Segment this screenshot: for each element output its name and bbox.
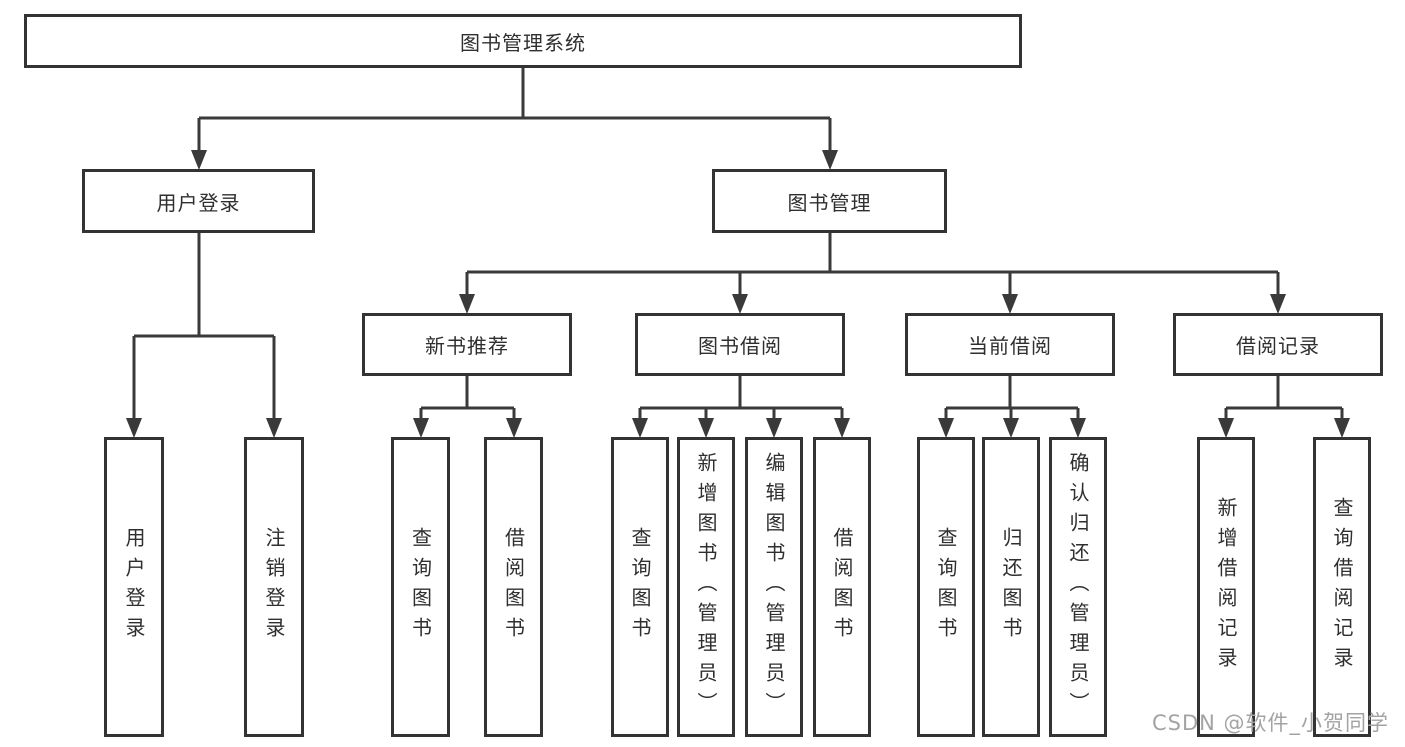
leaf-query-books-borrow-label: 查询图书 (628, 527, 652, 647)
leaf-confirm-return-admin-label: 确认归还（管理员） (1066, 452, 1090, 722)
node-current-borrow: 当前借阅 (905, 313, 1115, 376)
node-library-system-root: 图书管理系统 (24, 14, 1022, 68)
leaf-query-books-recommend-label: 查询图书 (408, 527, 433, 647)
leaf-user-login: 用户登录 (104, 437, 164, 737)
watermark-csdn: CSDN @软件_小贺同学 (1152, 711, 1390, 735)
leaf-query-borrow-record: 查询借阅记录 (1313, 437, 1371, 737)
node-borrow-records: 借阅记录 (1173, 313, 1383, 376)
leaf-logout: 注销登录 (244, 437, 304, 737)
leaf-query-books-current-label: 查询图书 (934, 527, 958, 647)
leaf-add-borrow-record: 新增借阅记录 (1197, 437, 1255, 737)
node-new-book-recommend: 新书推荐 (362, 313, 572, 376)
leaf-add-book-admin: 新增图书（管理员） (677, 437, 735, 737)
leaf-logout-label: 注销登录 (262, 527, 286, 647)
leaf-edit-book-admin-label: 编辑图书（管理员） (762, 452, 786, 722)
node-user-login: 用户登录 (82, 169, 315, 233)
node-book-borrow: 图书借阅 (635, 313, 845, 376)
leaf-borrow-books: 借阅图书 (813, 437, 871, 737)
leaf-return-book: 归还图书 (982, 437, 1040, 737)
leaf-return-book-label: 归还图书 (999, 527, 1023, 647)
leaf-query-borrow-record-label: 查询借阅记录 (1330, 497, 1354, 677)
leaf-user-login-label: 用户登录 (122, 527, 146, 647)
leaf-borrow-books-recommend-label: 借阅图书 (501, 527, 526, 647)
leaf-query-books-recommend: 查询图书 (391, 437, 450, 737)
leaf-add-book-admin-label: 新增图书（管理员） (694, 452, 718, 722)
node-book-management: 图书管理 (712, 169, 947, 233)
leaf-borrow-books-label: 借阅图书 (830, 527, 854, 647)
leaf-add-borrow-record-label: 新增借阅记录 (1214, 497, 1238, 677)
leaf-confirm-return-admin: 确认归还（管理员） (1049, 437, 1107, 737)
leaf-query-books-current: 查询图书 (917, 437, 975, 737)
leaf-borrow-books-recommend: 借阅图书 (484, 437, 543, 737)
leaf-query-books-borrow: 查询图书 (611, 437, 669, 737)
leaf-edit-book-admin: 编辑图书（管理员） (745, 437, 803, 737)
